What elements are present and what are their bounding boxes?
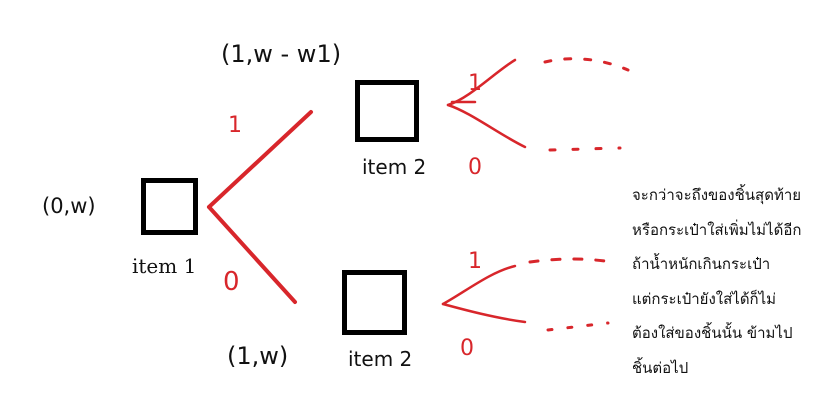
skip-branch-line xyxy=(207,205,297,304)
bottom-take-continuation xyxy=(528,257,614,264)
root-state-label: (0,w) xyxy=(42,194,96,218)
note-line: ชิ้นต่อไป xyxy=(632,358,689,377)
bottom-skip-continuation xyxy=(546,321,610,332)
bottom-skip-label: 0 xyxy=(460,336,474,361)
take-branch-line xyxy=(207,110,313,209)
note-line: หรือกระเป๋าใส่เพิ่มไม่ได้อีก xyxy=(632,220,802,239)
bottom-state-label: (1,w) xyxy=(227,342,288,370)
top-take-continuation xyxy=(543,57,630,72)
bottom-take-label: 1 xyxy=(468,249,482,274)
note-line: จะกว่าจะถึงของชิ้นสุดท้าย xyxy=(632,186,802,204)
item1-label: item 1 xyxy=(132,254,196,278)
top-item2-label: item 2 xyxy=(362,155,426,179)
top-item2-node xyxy=(355,80,419,142)
item1-node xyxy=(141,178,198,235)
note-line: ต้องใส่ของชิ้นนั้น ข้ามไป xyxy=(632,324,793,342)
top-skip-label: 0 xyxy=(468,155,482,180)
explanation-note: จะกว่าจะถึงของชิ้นสุดท้าย หรือกระเป๋าใส่… xyxy=(632,178,832,385)
top-skip-continuation xyxy=(548,146,622,152)
bottom-take-branch-line xyxy=(441,264,517,306)
note-line: แต่กระเป๋ายังใส่ได้ก็ไม่ xyxy=(632,289,777,308)
top-state-label: (1,w - w1) xyxy=(221,40,341,68)
take-branch-label: 1 xyxy=(228,113,242,138)
bottom-item2-label: item 2 xyxy=(348,347,412,371)
bottom-item2-node xyxy=(342,270,407,335)
top-skip-branch-line xyxy=(446,103,527,149)
skip-branch-label: 0 xyxy=(223,267,240,297)
top-take-label: 1 xyxy=(468,71,482,96)
bottom-skip-branch-line xyxy=(441,302,527,324)
note-line: ถ้าน้ำหนักเกินกระเป๋า xyxy=(632,255,771,273)
